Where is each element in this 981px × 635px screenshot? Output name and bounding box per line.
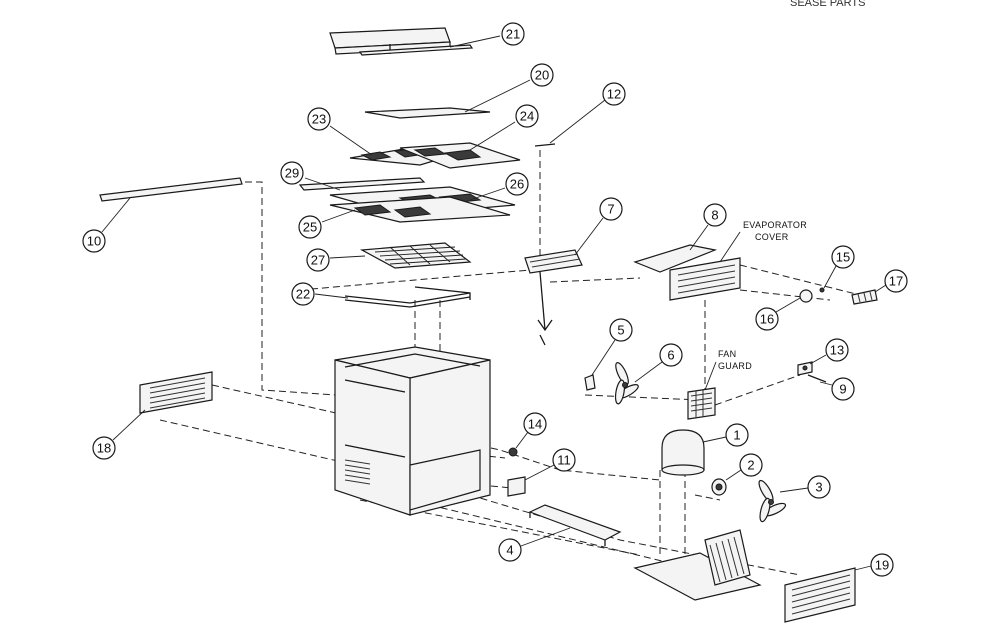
part-27-grid-shelf [359, 242, 472, 269]
callout-12: 12 [549, 82, 626, 144]
callout-4: 4 [498, 527, 571, 562]
svg-text:FAN: FAN [718, 349, 736, 359]
svg-text:27: 27 [311, 253, 325, 268]
part-10-rail [99, 177, 243, 202]
part-18-grille [139, 371, 213, 414]
svg-text:23: 23 [312, 112, 326, 127]
callout-8: 8 [689, 203, 727, 251]
callout-18: 18 [92, 409, 146, 460]
callout-26: 26 [469, 172, 529, 201]
svg-text:4: 4 [506, 543, 513, 558]
part-9-screw [807, 374, 827, 383]
svg-text:25: 25 [303, 220, 317, 235]
evaporator-cover-grille [669, 257, 741, 301]
part-4-drain-tray [528, 504, 622, 546]
evaporator-cover-note: EVAPORATOR COVER [743, 220, 807, 242]
svg-text:26: 26 [510, 177, 524, 192]
part-12-rod [534, 143, 556, 147]
svg-text:13: 13 [830, 343, 844, 358]
callout-2: 2 [725, 453, 763, 481]
fan-guard-note: FAN GUARD [718, 349, 752, 371]
svg-text:11: 11 [557, 453, 571, 468]
callout-23: 23 [307, 107, 373, 156]
condenser-base-plate [633, 529, 762, 601]
part-24-grid-shelf [399, 142, 521, 169]
svg-text:10: 10 [87, 234, 101, 249]
callout-5: 5 [591, 318, 633, 376]
callout-10: 10 [82, 197, 131, 253]
part-29-rail [298, 177, 426, 191]
callout-13: 13 [809, 338, 849, 365]
cabinet-vent [344, 459, 371, 485]
svg-text:22: 22 [296, 287, 310, 302]
part-8-evaporator-bar [633, 244, 718, 273]
part-1-compressor [661, 429, 705, 476]
callout-1: 1 [702, 423, 749, 447]
part-25-tray [329, 196, 511, 223]
svg-text:7: 7 [607, 202, 614, 217]
callout-17: 17 [874, 269, 908, 293]
part-17-coil [851, 289, 878, 305]
svg-text:29: 29 [285, 166, 299, 181]
callout-7: 7 [574, 197, 623, 256]
svg-text:6: 6 [667, 348, 674, 363]
part-5-motor [584, 374, 596, 391]
svg-text:2: 2 [747, 458, 754, 473]
svg-text:EVAPORATOR: EVAPORATOR [743, 220, 807, 230]
callout-27: 27 [306, 248, 366, 272]
callout-20: 20 [464, 63, 554, 113]
part-14-plug [508, 447, 518, 457]
fan-guard-grille [687, 387, 716, 420]
svg-text:17: 17 [889, 274, 903, 289]
svg-text:GUARD: GUARD [718, 361, 752, 371]
part-16-knob [799, 289, 813, 303]
callout-29: 29 [280, 161, 341, 191]
callout-9: 9 [819, 377, 855, 401]
svg-text:15: 15 [836, 250, 850, 265]
callout-15: 15 [823, 245, 855, 289]
callout-25: 25 [298, 209, 356, 239]
svg-text:9: 9 [839, 382, 846, 397]
svg-text:1: 1 [733, 428, 740, 443]
svg-text:24: 24 [520, 109, 534, 124]
svg-text:8: 8 [711, 208, 718, 223]
part-7-fan-assembly [524, 249, 583, 346]
callout-3: 3 [779, 475, 831, 499]
callout-fan-guard-leader [704, 361, 717, 391]
svg-text:12: 12 [607, 87, 621, 102]
callout-19: 19 [854, 553, 894, 577]
cabinet-body [334, 346, 491, 516]
callout-6: 6 [634, 343, 683, 383]
part-20-plate [364, 107, 491, 119]
svg-text:5: 5 [617, 323, 624, 338]
callout-evaporator-leader [719, 231, 741, 263]
part-22-frame [344, 286, 471, 308]
callout-11: 11 [524, 448, 576, 481]
svg-text:18: 18 [97, 441, 111, 456]
svg-text:19: 19 [875, 558, 889, 573]
svg-text:COVER: COVER [755, 232, 789, 242]
callout-24: 24 [469, 104, 539, 151]
part-19-grille [784, 567, 856, 623]
part-6-fan-blade [614, 362, 639, 405]
svg-text:16: 16 [760, 312, 774, 327]
svg-text:20: 20 [535, 68, 549, 83]
svg-text:14: 14 [528, 417, 542, 432]
callout-14: 14 [515, 412, 547, 449]
part-2-capacitor [711, 478, 727, 496]
assembly-dashed-lines [159, 150, 861, 576]
svg-text:21: 21 [506, 27, 520, 42]
header-fragment: SEASE PARTS [790, 0, 865, 9]
svg-text:3: 3 [815, 480, 822, 495]
part-13-bracket [797, 361, 813, 376]
callout-22: 22 [291, 282, 349, 306]
part-21-top-lid [329, 27, 474, 56]
part-11-switch [507, 476, 526, 497]
callouts: 21 20 12 23 24 29 26 25 27 22 10 7 8 15 … [82, 22, 908, 577]
part-15-pin [819, 287, 825, 293]
callout-21: 21 [449, 22, 525, 48]
part-3-condenser-fan [758, 479, 787, 523]
callout-16: 16 [755, 297, 801, 331]
